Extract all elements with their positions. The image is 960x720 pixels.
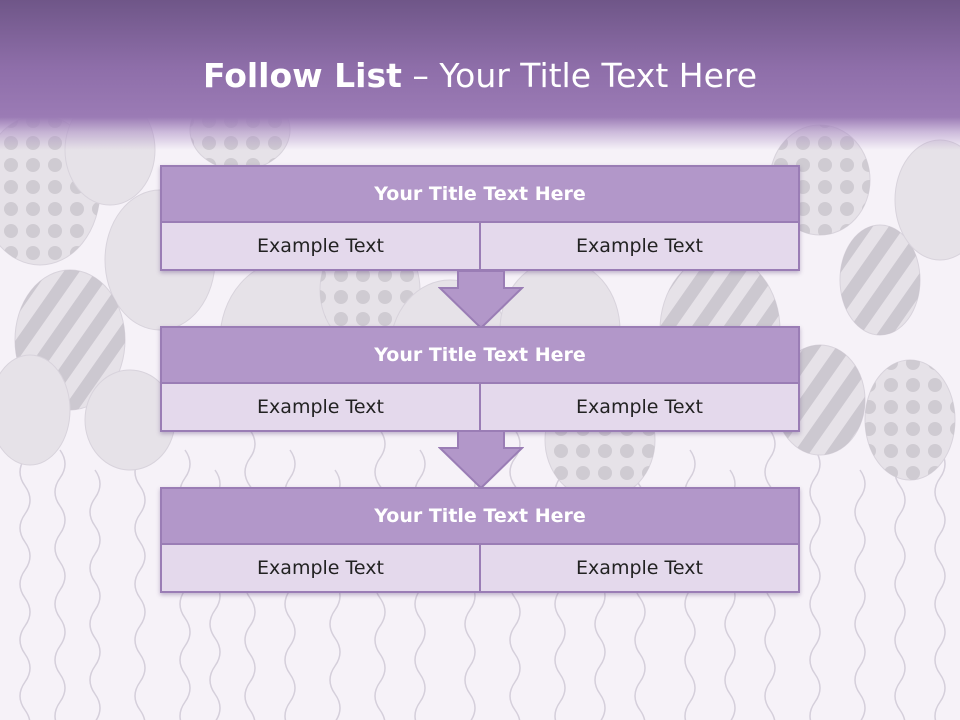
block-row: Example Text Example Text — [162, 223, 798, 269]
ribbon-icon — [134, 429, 146, 720]
ribbon-icon — [894, 429, 906, 720]
block-title[interactable]: Your Title Text Here — [162, 328, 798, 384]
block-cell-left[interactable]: Example Text — [162, 384, 479, 430]
title-bold: Follow List — [202, 56, 402, 95]
ribbon-icon — [934, 449, 946, 720]
block-row: Example Text Example Text — [162, 545, 798, 591]
balloon-pattern — [840, 225, 920, 335]
ribbon-icon — [19, 429, 31, 720]
block-cell-right[interactable]: Example Text — [479, 384, 798, 430]
down-arrow-icon — [438, 430, 524, 490]
block-cell-right[interactable]: Example Text — [479, 223, 798, 269]
list-block-1: Your Title Text Here Example Text Exampl… — [160, 165, 800, 271]
title-rest: – Your Title Text Here — [401, 56, 758, 95]
page-title: Follow List – Your Title Text Here — [0, 52, 960, 100]
block-title[interactable]: Your Title Text Here — [162, 489, 798, 545]
ribbon-icon — [89, 469, 101, 720]
block-title[interactable]: Your Title Text Here — [162, 167, 798, 223]
block-cell-left[interactable]: Example Text — [162, 223, 479, 269]
balloon-icon — [0, 354, 71, 466]
ribbon-icon — [54, 449, 66, 720]
list-block-3: Your Title Text Here Example Text Exampl… — [160, 487, 800, 593]
block-cell-right[interactable]: Example Text — [479, 545, 798, 591]
block-cell-left[interactable]: Example Text — [162, 545, 479, 591]
balloon-pattern — [865, 360, 955, 480]
list-block-2: Your Title Text Here Example Text Exampl… — [160, 326, 800, 432]
header-band — [0, 0, 960, 150]
down-arrow-icon — [438, 270, 524, 330]
block-row: Example Text Example Text — [162, 384, 798, 430]
ribbon-icon — [809, 449, 821, 720]
ribbon-icon — [854, 469, 866, 720]
